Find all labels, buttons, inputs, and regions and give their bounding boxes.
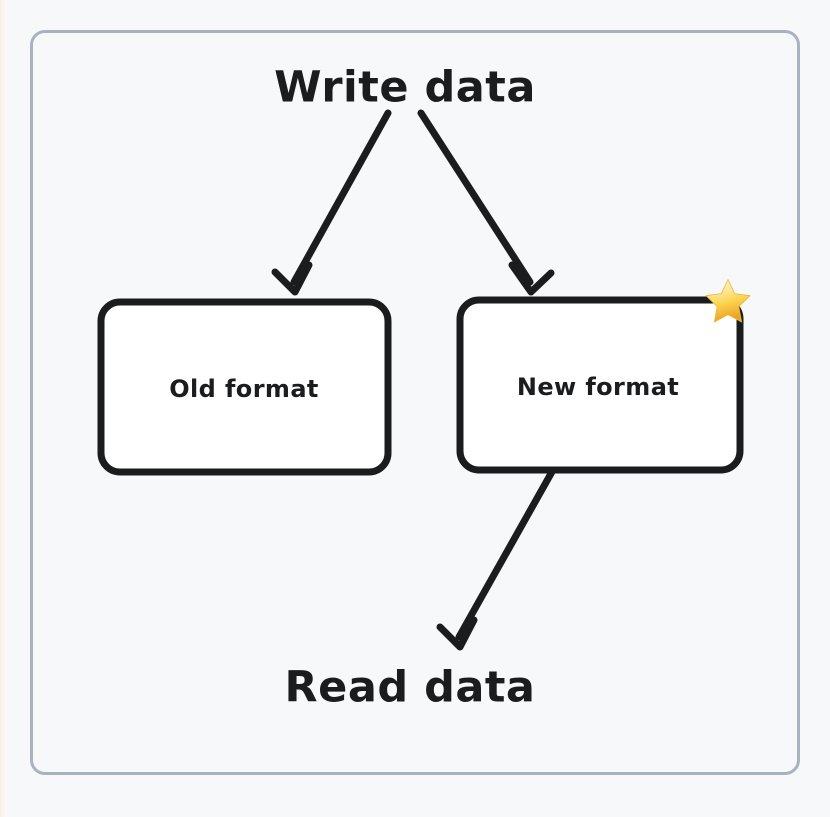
page-title-write-data: Write data: [274, 62, 536, 113]
edge-line: [290, 109, 392, 286]
diagram-frame-border: [30, 30, 800, 775]
arrowhead-icon: [508, 261, 555, 296]
edge-write-to-old-format: [271, 109, 392, 296]
node-label-old-format: Old format: [169, 375, 319, 403]
node-new-format[interactable]: [456, 296, 744, 474]
edge-write-to-new-format: [417, 109, 555, 296]
node-label-new-format: New format: [516, 373, 680, 401]
edge-line: [455, 466, 557, 641]
left-edge-strip: [0, 0, 7, 817]
edge-new-format-to-read: [436, 466, 557, 651]
arrowhead-icon: [271, 261, 313, 296]
node-old-format[interactable]: [97, 298, 392, 476]
edge-line: [417, 109, 534, 286]
arrowhead-icon: [436, 616, 478, 651]
page-title-read-data: Read data: [284, 662, 536, 713]
